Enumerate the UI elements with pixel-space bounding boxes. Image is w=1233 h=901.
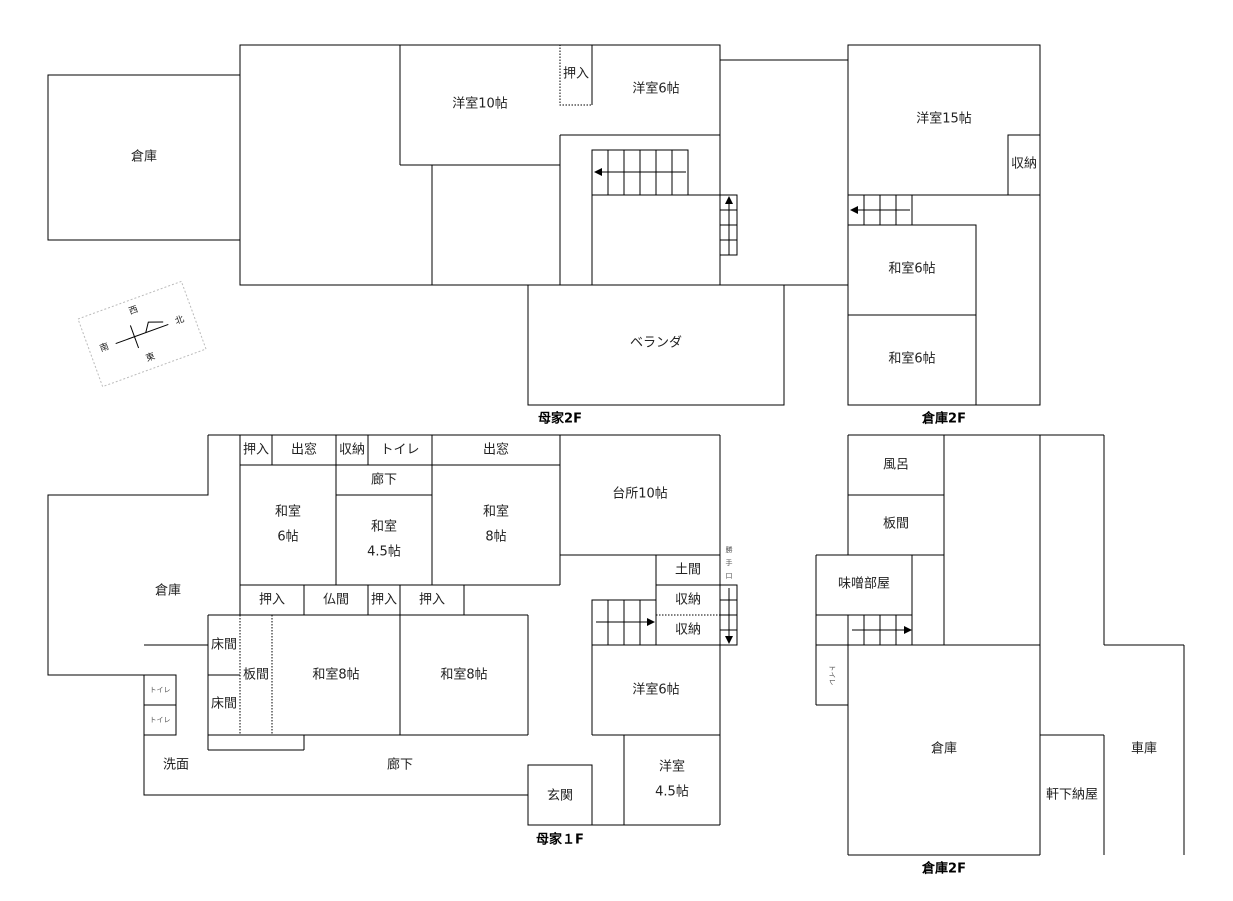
closet-label: 押入 [563,67,589,82]
back-door-char-3: 口 [726,572,733,580]
storage-2f-top-plan: 洋室15帖 収納 和室6帖 和室6帖 倉庫2F [847,44,1041,427]
back-door-char-2: 手 [726,558,733,567]
western-room-6-label: 洋室6帖 [632,81,679,97]
hallway-top-label: 廊下 [371,472,397,488]
toilet-b-label: トイレ [150,716,171,724]
eaves-shed-label: 軒下納屋 [1046,788,1098,803]
main-house-1f-plan: 倉庫 押入 出窓 収納 トイレ 出窓 廊下 和室 6帖 和室 4.5帖 和室 8… [47,434,738,848]
compass-north-label: 北 [173,314,185,327]
storage-label: 倉庫 [131,150,157,165]
closet-a-label: 押入 [243,443,269,458]
garage-label: 車庫 [1131,742,1157,757]
veranda-area [527,284,785,406]
veranda-label: ベランダ [630,336,682,351]
storage-closet-a-label: 収納 [339,443,365,458]
board-room-label: 板間 [243,668,269,683]
back-door-char-1: 勝 [726,545,733,554]
japanese-room-a-label: 和室 [275,504,301,520]
closet-d-label: 押入 [419,593,445,608]
storage-closet-b-label: 収納 [675,593,701,608]
stairs-2f-b [719,194,738,256]
compass-east-label: 東 [144,350,157,364]
toilet-a-label: トイレ [150,686,171,694]
bay-window-b-label: 出窓 [483,442,509,458]
six-tatami-label: 6帖 [277,530,298,545]
back-door-label: 勝 手 口 [726,545,733,580]
board-room-storage-label: 板間 [883,517,909,532]
bath-label: 風呂 [883,458,909,473]
earth-floor-label: 土間 [675,563,701,578]
compass-west-label: 西 [127,304,139,317]
closet-c-label: 押入 [371,593,397,608]
japanese-8-b-label: 和室8帖 [440,667,487,683]
washroom-label: 洗面 [163,758,189,773]
japanese-room-6-b-label: 和室6帖 [888,351,935,367]
miso-room-label: 味噌部屋 [838,577,890,592]
storage-2f-bottom-caption: 倉庫2F [921,861,966,877]
japanese-room-c-label: 和室 [483,504,509,520]
compass-rose: 北 東 南 西 [77,280,207,388]
storage-bottom-label: 倉庫 [931,742,957,757]
entrance-label: 玄関 [547,789,573,804]
stairs-storage-bottom [847,614,913,646]
main-2f-caption: 母家2F [538,411,582,427]
main-2f-outline [239,44,721,286]
storage-closet [1007,134,1041,196]
storage-2f-bottom-plan: 風呂 板間 味噌部屋 トイレ 倉庫 軒下納屋 車庫 倉庫2F [815,434,1185,877]
toilet-top-label: トイレ [380,443,419,458]
storage-2f-top-caption: 倉庫2F [921,411,966,427]
storage-closet-c-label: 収納 [675,623,701,638]
japanese-8-a-label: 和室8帖 [312,667,359,683]
main-house-2f-plan: 倉庫 洋室10帖 押入 洋室6帖 ベランダ 母家2F [47,44,848,427]
western-45-size: 4.5帖 [655,785,689,800]
stairs-1f-b [719,584,738,646]
stairs-2f-a [591,149,689,196]
stairs-1f-a [591,599,657,646]
tokonoma-a-label: 床間 [211,638,237,653]
bay-window-a-label: 出窓 [291,442,317,458]
toilet-storage-label: トイレ [828,665,836,686]
japanese-room-b-label: 和室 [371,519,397,535]
compass-south-label: 南 [98,340,111,354]
storage-closet-label: 収納 [1011,157,1037,172]
closet-2f [559,44,593,106]
western-room-15-label: 洋室15帖 [916,111,972,127]
stairs-storage-top [847,194,913,226]
tokonoma-b-label: 床間 [211,697,237,712]
hallway-label: 廊下 [387,757,413,773]
western-45-label: 洋室 [659,759,685,775]
storage-1f-label: 倉庫 [155,584,181,599]
closet-b-label: 押入 [259,593,285,608]
eight-tatami-label: 8帖 [485,530,506,545]
main-1f-caption: 母家１F [536,832,584,848]
entrance-room [527,764,593,826]
four-half-tatami-label: 4.5帖 [367,545,401,560]
altar-room-label: 仏間 [323,593,349,608]
western-room-10-label: 洋室10帖 [452,96,508,112]
western-6-1f-label: 洋室6帖 [632,682,679,698]
japanese-room-6-a-label: 和室6帖 [888,261,935,277]
kitchen-label: 台所10帖 [612,487,668,502]
